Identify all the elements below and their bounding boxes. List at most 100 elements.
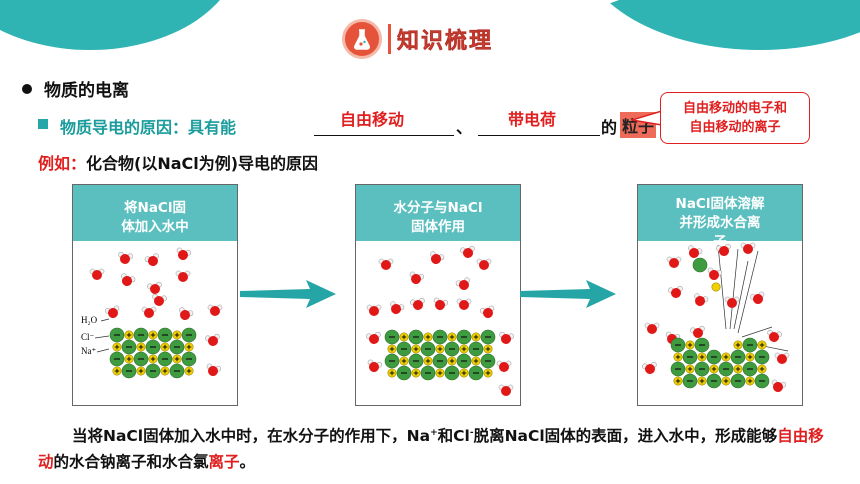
water-molecule xyxy=(409,271,425,284)
sodium-ion xyxy=(387,344,397,354)
free-sodium-ion xyxy=(711,282,721,292)
free-chloride-ion xyxy=(692,257,708,273)
panel-2-line-1: 水分子与NaCl xyxy=(393,200,483,216)
chloride-ion xyxy=(121,339,137,355)
panel-water-interaction: 水分子与NaCl 固体作用 xyxy=(355,184,521,406)
sodium-ion xyxy=(721,352,731,362)
sodium-ion xyxy=(112,366,122,376)
chloride-ion xyxy=(706,373,722,389)
cause-label: 物质导电的原因：具有能 xyxy=(60,118,237,137)
chloride-ion xyxy=(706,349,722,365)
chloride-ion xyxy=(754,349,770,365)
para-part-4: 的水合钠离子和水合氯 xyxy=(53,453,209,472)
chloride-ion xyxy=(181,351,197,367)
arrow-step-1 xyxy=(240,280,336,308)
chloride-ion xyxy=(145,363,161,379)
chloride-ion xyxy=(670,361,686,377)
chloride-ion xyxy=(133,327,149,343)
chloride-ion xyxy=(682,349,698,365)
fill-blank-1: 自由移动 xyxy=(314,110,454,136)
header-band xyxy=(0,0,860,70)
sodium-ion xyxy=(697,352,707,362)
chloride-ion xyxy=(456,353,472,369)
water-molecule xyxy=(496,360,512,372)
sodium-ion xyxy=(435,368,445,378)
water-molecule xyxy=(688,245,703,258)
water-molecule xyxy=(89,268,105,280)
callout-tail xyxy=(632,110,662,126)
sodium-ion xyxy=(673,376,683,386)
water-molecule xyxy=(476,258,492,270)
example-text: 化合物(以NaCl为例)导电的原因 xyxy=(86,154,319,173)
chloride-ion xyxy=(730,349,746,365)
chloride-ion xyxy=(682,373,698,389)
sodium-ion xyxy=(685,364,695,374)
para-part-5: 。 xyxy=(239,453,256,472)
water-molecule xyxy=(499,331,514,344)
particle-de: 的 xyxy=(601,118,618,137)
chloride-ion xyxy=(468,341,484,357)
chloride-ion xyxy=(181,327,197,343)
sodium-ion xyxy=(459,344,469,354)
chloride-ion xyxy=(718,361,734,377)
chloride-ion xyxy=(420,341,436,357)
chloride-ion xyxy=(480,353,496,369)
panel-1-line-1: 将NaCl固 xyxy=(124,200,186,216)
water-molecule xyxy=(152,293,167,306)
water-molecule xyxy=(121,273,136,286)
water-molecule xyxy=(175,270,191,282)
chloride-ion xyxy=(420,365,436,381)
sodium-ion xyxy=(124,354,134,364)
water-molecule xyxy=(668,285,683,298)
section-title-badge: 知识梳理 xyxy=(342,18,528,60)
water-molecule xyxy=(460,245,475,258)
water-molecule xyxy=(749,291,765,304)
sodium-ion xyxy=(447,356,457,366)
para-highlight-2: 离子 xyxy=(208,453,240,472)
chloride-ion xyxy=(432,329,448,345)
chloride-ion xyxy=(742,361,758,377)
lab-flask-icon xyxy=(342,19,382,59)
explanation-paragraph: 当将NaCl固体加入水中时，在水分子的作用下，Na+和Cl-脱离NaCl固体的表… xyxy=(38,420,828,475)
separator: 、 xyxy=(456,118,473,137)
water-molecule xyxy=(118,251,133,264)
sodium-ion xyxy=(745,376,755,386)
para-part-1: 当将NaCl固体加入水中时，在水分子的作用下，Na xyxy=(72,427,431,446)
sodium-ion xyxy=(673,352,683,362)
sodium-ion xyxy=(709,364,719,374)
motion-arrow xyxy=(741,326,773,338)
water-molecule xyxy=(207,304,223,316)
bullet-dot-icon xyxy=(22,83,32,94)
sodium-ion xyxy=(459,368,469,378)
sodium-ion xyxy=(483,368,493,378)
blank-2-answer: 带电荷 xyxy=(508,110,557,129)
motion-arrow xyxy=(729,248,739,330)
panel-3-caption: NaCl固体溶解 并形成水合离 子 xyxy=(638,185,802,250)
panel-add-to-water: 将NaCl固 体加入水中 H₂O Cl⁻ Na⁺ xyxy=(72,184,238,406)
blank-1-answer: 自由移动 xyxy=(340,110,405,129)
motion-arrow xyxy=(733,260,749,330)
sodium-ion xyxy=(136,366,146,376)
sodium-ion xyxy=(471,332,481,342)
water-molecule xyxy=(176,247,192,260)
callout-box: 自由移动的电子和 自由移动的离子 xyxy=(660,92,810,144)
sodium-ion xyxy=(136,342,146,352)
panel-2-illustration xyxy=(366,245,514,396)
chloride-ion xyxy=(384,353,400,369)
sodium-ion xyxy=(112,342,122,352)
sodium-ion xyxy=(184,342,194,352)
water-molecule xyxy=(724,296,740,308)
chloride-ion xyxy=(145,339,161,355)
chloride-ion xyxy=(730,373,746,389)
chloride-ion xyxy=(456,329,472,345)
chloride-ion xyxy=(670,337,686,353)
water-molecule xyxy=(433,297,449,310)
sodium-ion xyxy=(423,356,433,366)
water-molecule xyxy=(716,243,731,256)
sodium-ion xyxy=(387,368,397,378)
water-molecule xyxy=(456,298,472,310)
chloride-ion xyxy=(694,337,710,353)
water-molecule xyxy=(666,256,682,268)
water-molecule xyxy=(642,361,657,374)
sodium-ion xyxy=(399,332,409,342)
